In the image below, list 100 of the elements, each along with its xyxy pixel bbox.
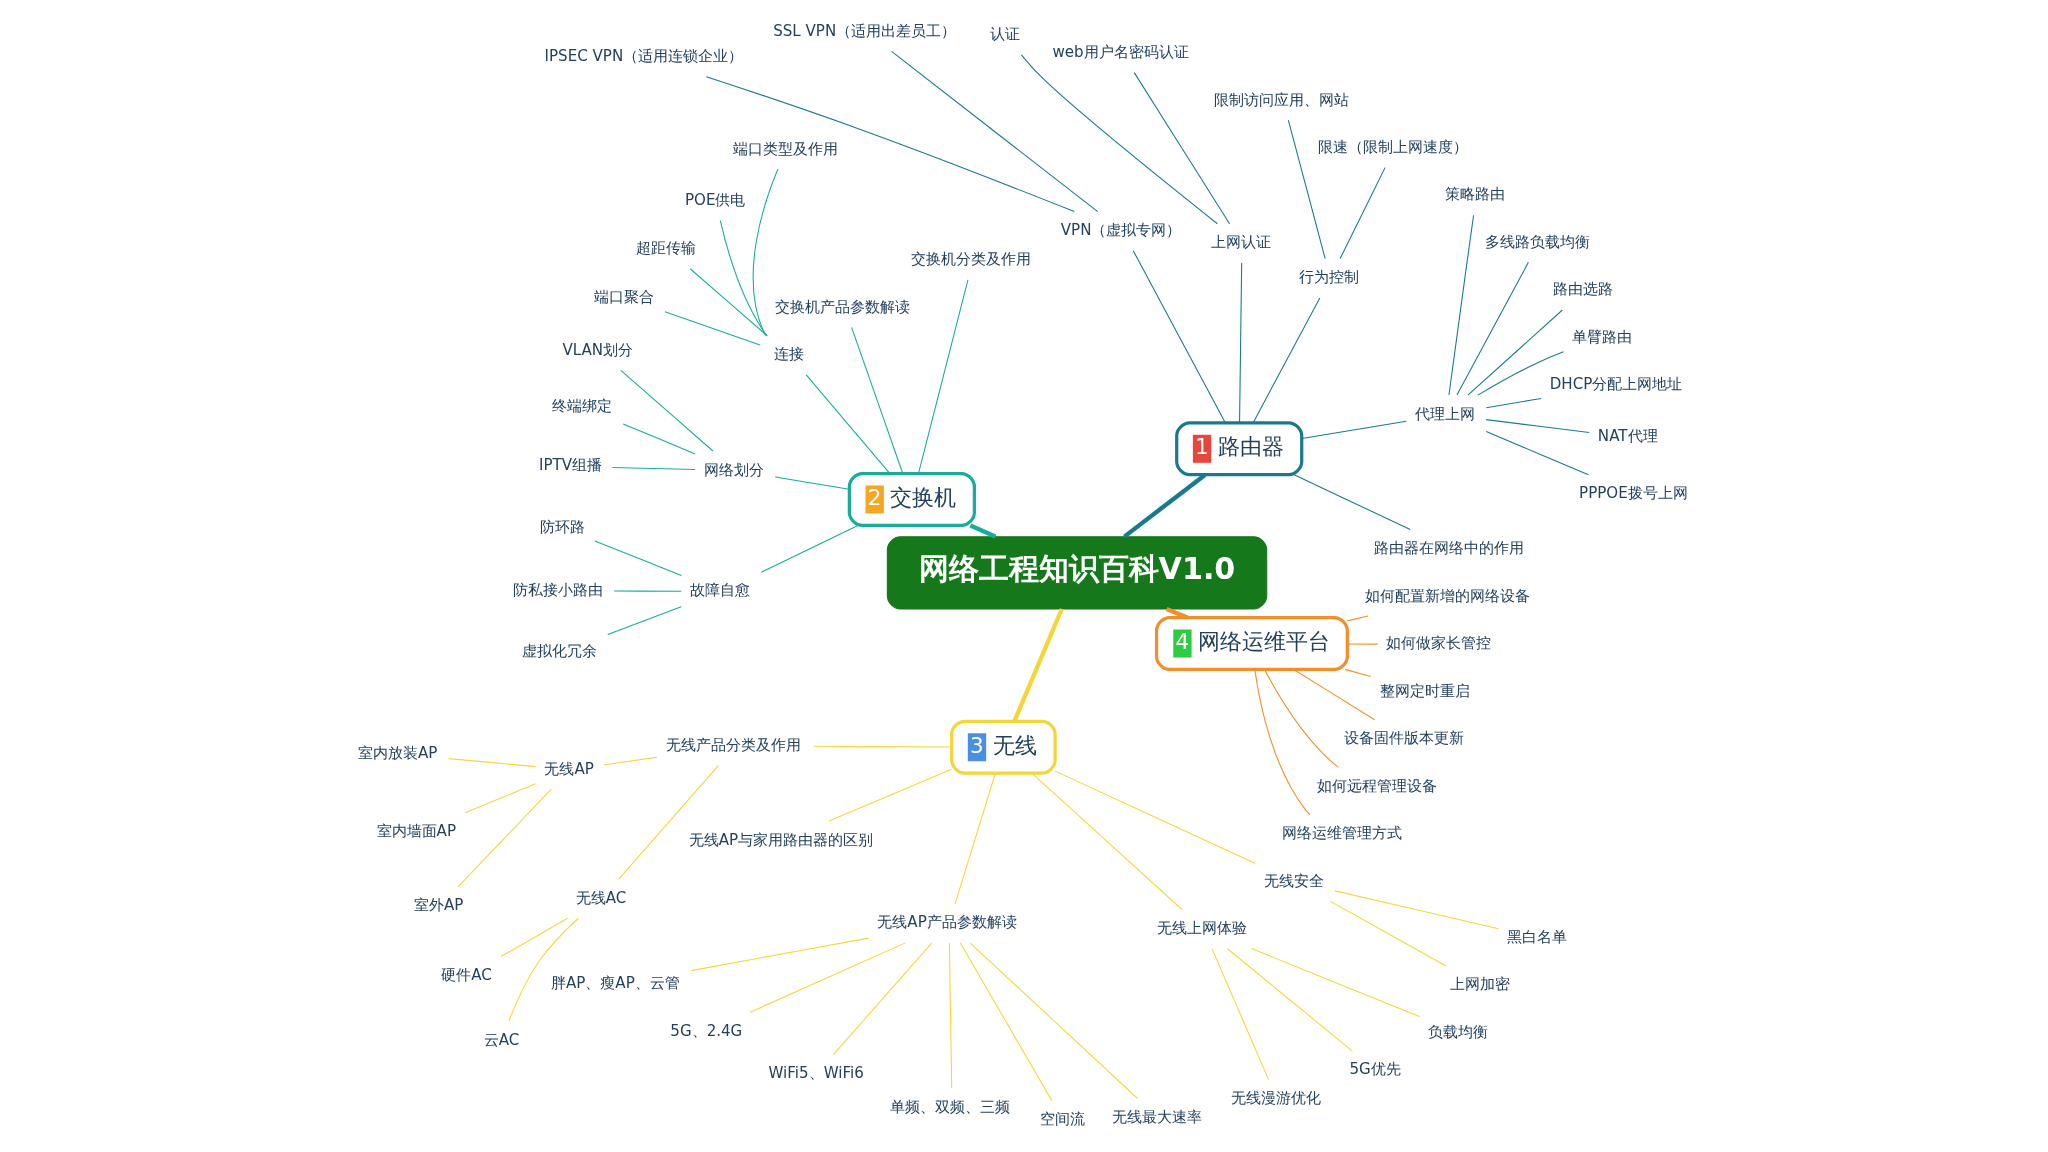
connector [832, 942, 933, 1056]
connector [1287, 119, 1326, 260]
connector [457, 788, 552, 888]
connector [1301, 420, 1407, 439]
node-text: 多线路负载均衡 [1484, 232, 1590, 251]
node-text: 单臂路由 [1572, 327, 1633, 346]
connector [1485, 397, 1542, 409]
connector [1252, 297, 1321, 424]
connector [448, 758, 537, 768]
connector [690, 937, 870, 972]
connector [813, 745, 952, 748]
node-text: 连接 [773, 345, 804, 364]
node-text: 行为控制 [1299, 268, 1360, 287]
connector [1485, 430, 1589, 476]
connector [1132, 250, 1226, 424]
connector [1334, 890, 1500, 930]
node-box: 1 路由器 [1175, 421, 1304, 477]
node-text: 硬件AC [441, 966, 492, 985]
node-text: POE供电 [684, 190, 746, 209]
node-text: 黑白名单 [1507, 927, 1568, 946]
connector [774, 476, 850, 490]
node-text: 限速（限制上网速度） [1317, 137, 1468, 156]
node-text: 上网加密 [1449, 975, 1510, 994]
connector [969, 942, 1139, 1100]
node-text: 上网认证 [1210, 233, 1271, 252]
node-box: 2 交换机 [847, 472, 976, 527]
connector [607, 606, 682, 635]
node-text: 交换机分类及作用 [910, 250, 1031, 269]
connector [749, 942, 906, 1013]
connector [664, 311, 761, 346]
node-text: 认证 [990, 25, 1021, 44]
connector [464, 783, 537, 814]
node-text: 设备固件版本更新 [1344, 729, 1465, 748]
connector [1339, 167, 1386, 260]
node-text: 如何做家长管控 [1386, 634, 1492, 653]
connector [760, 525, 859, 573]
connector [851, 326, 904, 474]
node-text: 无线AP与家用路由器的区别 [688, 830, 874, 849]
node-text: VLAN划分 [562, 340, 634, 359]
connector [611, 466, 696, 471]
node-text: 交换机产品参数解读 [775, 297, 911, 316]
node-text: 防环路 [539, 518, 585, 537]
node-text: 无线产品分类及作用 [666, 735, 802, 754]
connector [1254, 669, 1311, 816]
node-text: 超距传输 [636, 239, 697, 258]
connector [1123, 473, 1207, 539]
node-text: 终端绑定 [551, 397, 612, 416]
connector [805, 374, 891, 474]
node-text: 路由选路 [1553, 280, 1614, 299]
node-text: 胖AP、瘦AP、云管 [550, 974, 680, 993]
node-text: NAT代理 [1597, 427, 1658, 446]
connector [1467, 309, 1563, 396]
connector [1226, 948, 1353, 1052]
connector [969, 523, 997, 539]
node-text: web用户名密码认证 [1052, 43, 1189, 62]
connector [508, 917, 579, 1022]
connector [954, 772, 996, 905]
connector [959, 942, 1053, 1102]
connector [1346, 643, 1379, 645]
connector [1211, 948, 1270, 1081]
connector [1251, 948, 1420, 1018]
node-text: 5G优先 [1349, 1060, 1401, 1079]
connector [1346, 615, 1369, 622]
node-text: 防私接小路由 [512, 580, 603, 599]
connector [918, 279, 969, 474]
connector [594, 540, 682, 577]
node-text: 整网定时重启 [1379, 681, 1470, 700]
connector [1344, 668, 1372, 678]
connector [1448, 214, 1475, 396]
node-text: 空间流 [1039, 1110, 1085, 1129]
node-text: 无线AP产品参数解读 [877, 913, 1017, 932]
node-box: 网络工程知识百科V1.0 [886, 536, 1268, 610]
node-box: 4 网络运维平台 [1154, 616, 1349, 671]
node-text: 无线上网体验 [1157, 919, 1248, 938]
connector [1054, 770, 1256, 864]
node-text: IPSEC VPN（适用连锁企业） [544, 47, 744, 66]
node-text: 如何配置新增的网络设备 [1365, 586, 1531, 605]
connector [1293, 474, 1411, 531]
connector [1165, 607, 1189, 620]
connector [1329, 900, 1447, 967]
node-text: 云AC [483, 1030, 520, 1049]
connector [1264, 668, 1339, 768]
node-text: 室内放装AP [357, 743, 438, 762]
node-text: 网络运维管理方式 [1281, 824, 1402, 843]
node-text: 无线AP [544, 759, 594, 778]
node-text: 网络划分 [703, 460, 764, 479]
node-text: 限制访问应用、网站 [1213, 90, 1349, 109]
node-box: 3 无线 [950, 719, 1057, 775]
node-text: 无线AC [575, 888, 627, 907]
node-text: 无线最大速率 [1112, 1107, 1203, 1126]
node-text: 5G、2.4G [670, 1021, 743, 1040]
node-text: 室内墙面AP [376, 822, 457, 841]
node-text: 路由器在网络中的作用 [1374, 539, 1525, 558]
connector [622, 423, 696, 455]
node-text: SSL VPN（适用出差员工） [773, 21, 957, 40]
node-text: 无线漫游优化 [1230, 1089, 1321, 1108]
connector [752, 168, 779, 337]
node-text: IPTV组播 [538, 456, 603, 475]
connector [1456, 261, 1529, 396]
connector [1477, 351, 1564, 396]
